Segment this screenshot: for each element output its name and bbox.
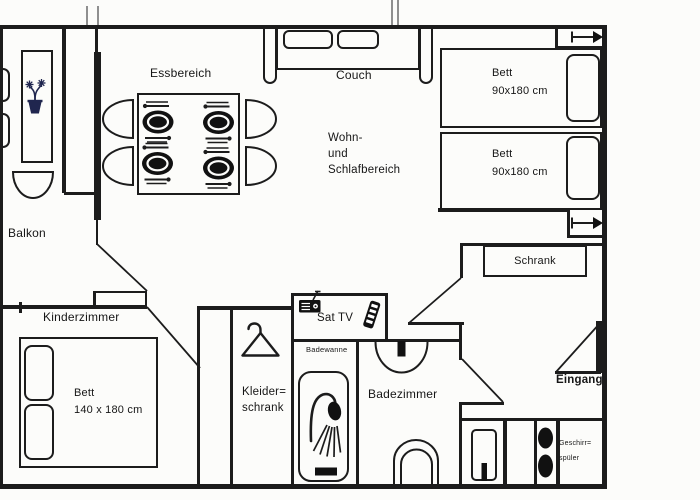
balcony-door-glazing: [94, 52, 101, 220]
wall-left: [0, 25, 3, 489]
wall-counter-div2: [534, 420, 537, 486]
couch-armrest: [263, 27, 277, 84]
wardrobe-schrank: [483, 245, 587, 277]
wall-hall-top: [461, 243, 607, 246]
couch-cushion: [283, 30, 333, 49]
wall-kinderzimmer-top: [0, 305, 147, 309]
dining-table: [137, 93, 240, 195]
couch-armrest: [419, 27, 433, 84]
wall-sattv-right: [385, 293, 388, 342]
wall-closet-top: [197, 306, 293, 310]
wall-closet-right: [291, 293, 294, 486]
wall-sattv-top: [291, 293, 388, 296]
bathtub: [298, 371, 349, 482]
balcony-table: [21, 50, 53, 163]
wall-block-top: [93, 290, 147, 293]
bed-single-2: [440, 132, 602, 210]
wall-balcony-jog: [64, 192, 96, 195]
wall-stub: [86, 6, 88, 25]
wall-counter-div3: [556, 420, 560, 486]
wall-stub: [391, 0, 393, 25]
remote-control-icon: [363, 300, 381, 329]
wall-bottom: [0, 484, 607, 489]
toilet-icon: [393, 439, 439, 484]
door-swing-icon: [461, 358, 504, 403]
cooktop-burner-icon: [538, 427, 553, 478]
wall-strip-left: [197, 306, 200, 486]
wall-balcony-door-stub: [95, 25, 98, 53]
kinderzimmer-label: Kinderzimmer: [43, 310, 120, 324]
door-swing-icon: [408, 277, 462, 324]
wall-strip-right: [230, 306, 233, 486]
wall-bathdoor-lower: [459, 402, 504, 405]
wall-niche2-left: [567, 210, 570, 237]
bed-single-1: [440, 48, 602, 128]
eingang-label: Eingang: [556, 374, 603, 386]
bed-pillow: [566, 54, 600, 122]
balcony-curved-chair: [11, 171, 55, 199]
wohnbereich-label-line2: und: [328, 148, 348, 160]
wall-counter-div1: [503, 420, 507, 486]
wall-bath-top: [291, 339, 462, 342]
wall-kitchen-left: [459, 402, 462, 487]
wohnbereich-label-line1: Wohn-: [328, 132, 363, 144]
bed-pillow: [24, 345, 54, 401]
bett1-label: Bett: [492, 67, 513, 79]
balcony-chair: [0, 68, 10, 102]
wall-stub: [97, 6, 99, 25]
couch-label: Couch: [336, 68, 372, 82]
wall-balcony-divider: [62, 25, 66, 193]
hanger-icon: [241, 322, 280, 357]
sat-tv-label: Sat TV: [317, 312, 354, 324]
wall-hall-left: [460, 243, 463, 278]
essbereich-label: Essbereich: [150, 66, 212, 80]
appliance-door-icon: [471, 429, 497, 481]
wall-block-left: [93, 290, 96, 308]
wall-niche1-bottom: [555, 46, 602, 49]
bed-pillow: [566, 136, 600, 200]
wall-bathdoor-side: [459, 322, 462, 360]
badewanne-label: Badewanne: [306, 345, 348, 354]
door-swing-icon: [555, 321, 602, 373]
wall-bath-divider: [356, 339, 359, 486]
wall-tick: [19, 302, 22, 313]
wall-top: [0, 25, 607, 29]
wall-right: [602, 25, 607, 489]
kleiderschrank-label-line1: Kleider=: [242, 386, 287, 398]
wall-below-beds: [438, 208, 569, 212]
wall-niche2-bottom: [567, 235, 602, 238]
kinderbett-size: 140 x 180 cm: [74, 404, 143, 416]
wall-niche1-left: [555, 27, 558, 48]
sink-icon: [374, 341, 429, 374]
kinderbett-label: Bett: [74, 387, 95, 399]
bed-double: [19, 337, 158, 468]
bett2-label: Bett: [492, 148, 513, 160]
kleiderschrank-label-line2: schrank: [242, 402, 284, 414]
bett1-size: 90x180 cm: [492, 85, 548, 97]
couch-cushion: [337, 30, 379, 49]
door-swing-icon: [96, 243, 148, 292]
bett2-size: 90x180 cm: [492, 166, 548, 178]
badezimmer-label: Badezimmer: [368, 387, 438, 401]
wall-block-right: [144, 290, 147, 308]
wall-bathdoor-upper: [408, 322, 464, 325]
balcony-chair: [0, 113, 10, 148]
wohnbereich-label-line3: Schlafbereich: [328, 164, 401, 176]
balkon-label: Balkon: [8, 226, 46, 240]
window-arrow-icon: [571, 216, 604, 230]
schrank-label: Schrank: [514, 255, 556, 267]
entrance-door-leaf: [596, 321, 603, 373]
wall-counter-top: [459, 418, 607, 421]
window-arrow-icon: [571, 30, 604, 44]
couch-seat: [276, 27, 420, 70]
wall-stub: [397, 0, 399, 25]
bed-pillow: [24, 404, 54, 460]
geschirrspueler-label-line1: Geschirr=: [559, 440, 592, 447]
geschirrspueler-label-line2: spüler: [559, 455, 580, 462]
wall-balcony-door-stub: [96, 218, 99, 245]
